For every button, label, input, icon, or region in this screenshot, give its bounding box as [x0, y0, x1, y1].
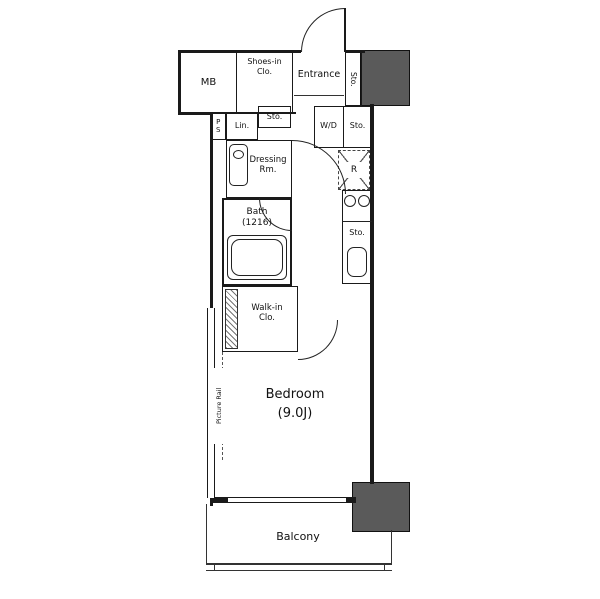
linen-label: Lin.: [234, 121, 250, 131]
room-linen: [226, 112, 258, 140]
walk-in-closet-door-arc: [298, 320, 338, 360]
balcony-left-line: [206, 504, 207, 565]
shoes-closet-label: Shoes-in Clo.: [247, 57, 282, 76]
walk-in-closet-label: Walk-in Clo.: [251, 302, 283, 323]
entrance-door-leaf: [344, 8, 346, 52]
wall-mb-step: [178, 112, 213, 115]
ps-label: PS: [214, 118, 223, 134]
entrance-door-arc: [301, 8, 345, 52]
hall-storage-label: Sto.: [266, 112, 283, 122]
mb-label: MB: [200, 76, 217, 88]
kitchen-sink: [347, 247, 367, 277]
balcony-rail-outer: [206, 563, 392, 565]
entrance-label: Entrance: [297, 69, 341, 81]
room-pipe-space: [210, 112, 226, 140]
closet-shelf-hatch: [225, 289, 238, 349]
wall-top-right: [345, 50, 365, 53]
entrance-storage-label: Sto.: [349, 71, 358, 87]
pillar-bottom-right: [352, 482, 410, 532]
entrance-step-line: [294, 95, 344, 96]
balcony-label: Balcony: [276, 530, 320, 544]
pillar-top-right: [360, 50, 410, 106]
dressing-room-label: Dressing Rm.: [249, 154, 287, 175]
wall-left-main: [210, 112, 213, 308]
room-kitchen: [342, 190, 372, 284]
bathtub-inner: [231, 239, 283, 276]
refrigerator-label: R: [347, 162, 361, 178]
wall-right-main: [370, 104, 374, 484]
stove-burner-2: [358, 195, 370, 207]
washer-divider: [343, 106, 344, 148]
washer-dryer-label: W/D: [320, 121, 337, 131]
wall-top-left: [178, 50, 301, 53]
balcony-rail-inner: [206, 570, 392, 571]
bedroom-label: Bedroom (9.0J): [265, 386, 325, 422]
room-bath: [222, 198, 292, 286]
washer-storage-label: Sto.: [349, 121, 366, 131]
room-shoes-closet: [236, 52, 293, 113]
balcony-right-line: [391, 530, 392, 564]
washbasin-bowl: [233, 150, 244, 159]
counter-line: [342, 221, 372, 222]
picture-rail-label: Picture Rail: [213, 368, 227, 444]
room-dressing: [226, 140, 292, 198]
kitchen-storage-label: Sto.: [349, 228, 365, 238]
room-walk-in-closet: [222, 286, 298, 352]
window-bedroom-south: [228, 497, 346, 503]
room-entrance-storage: [345, 52, 362, 106]
wall-entry-bottom: [210, 112, 296, 114]
bath-label: Bath (1216): [242, 207, 272, 228]
room-hall-storage: [258, 106, 291, 128]
wall-left-upper: [178, 50, 181, 115]
hall-door-arc: [292, 140, 346, 194]
stove-burner-1: [344, 195, 356, 207]
balcony-tick-right: [384, 563, 385, 571]
balcony-tick-left: [214, 563, 215, 571]
